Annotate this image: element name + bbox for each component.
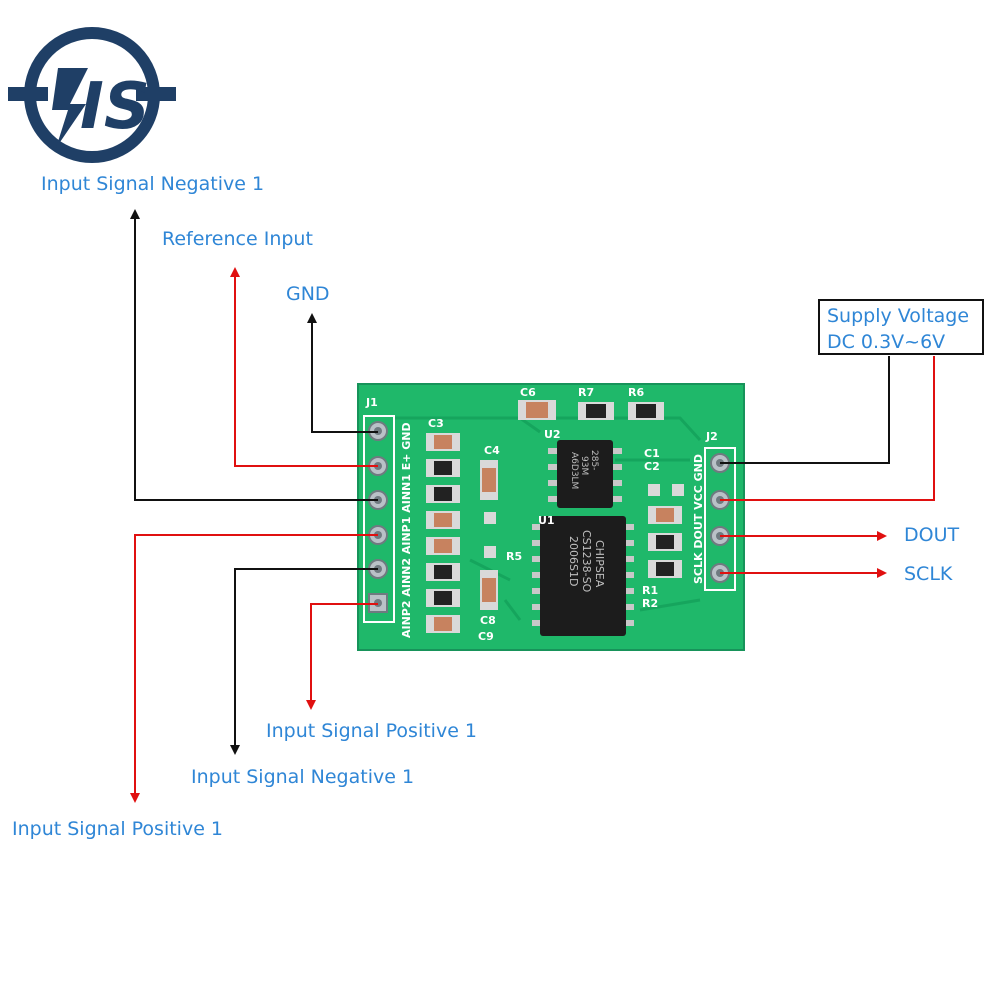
svg-text:R5: R5	[506, 550, 522, 563]
j2-label: J2	[705, 430, 718, 443]
wire-gnd	[307, 313, 378, 433]
top-passives	[518, 400, 664, 420]
wire-bot-neg1	[230, 568, 378, 755]
svg-text:93M: 93M	[579, 456, 589, 475]
label-bottom-input-positive-1-near: Input Signal Positive 1	[266, 720, 478, 742]
j2-pin-labels: SCLK DOUT VCC GND	[692, 454, 705, 584]
wire-bot-pos1-near	[306, 603, 378, 710]
svg-text:A6D3LM: A6D3LM	[569, 452, 579, 489]
svg-text:R1: R1	[642, 584, 658, 597]
svg-text:U2: U2	[544, 428, 561, 441]
wire-supply-gnd	[720, 356, 890, 464]
pcb-board: J1 AINP2 AINN2 AINP1 AINN1 E+ GND C	[357, 383, 745, 651]
svg-text:R6: R6	[628, 386, 644, 399]
svg-text:R7: R7	[578, 386, 594, 399]
wire-supply-vcc	[720, 356, 935, 501]
label-dout: DOUT	[904, 524, 960, 546]
svg-text:C3: C3	[428, 417, 444, 430]
right-passives	[648, 484, 684, 578]
svg-text:285-: 285-	[589, 450, 599, 470]
label-bottom-input-negative-1: Input Signal Negative 1	[191, 766, 415, 788]
svg-text:C1: C1	[644, 447, 660, 460]
supply-voltage-box: Supply Voltage DC 0.3V~6V	[818, 299, 984, 355]
j1-label: J1	[365, 396, 378, 409]
label-gnd: GND	[286, 283, 330, 305]
logo-text: IS	[80, 70, 150, 144]
svg-text:2006S1D: 2006S1D	[567, 536, 580, 586]
j1-pin-labels: AINP2 AINN2 AINP1 AINN1 E+ GND	[400, 422, 413, 638]
supply-voltage-line2: DC 0.3V~6V	[827, 331, 946, 353]
wire-ref	[230, 267, 378, 467]
label-bottom-input-positive-1-far: Input Signal Positive 1	[12, 818, 224, 840]
label-top-input-negative-1: Input Signal Negative 1	[41, 173, 265, 195]
wire-bot-pos1-far	[130, 534, 378, 803]
brand-logo: IS	[8, 27, 176, 163]
wire-top-neg1	[130, 209, 378, 501]
svg-text:C8: C8	[480, 614, 496, 627]
label-reference-input: Reference Input	[162, 228, 313, 250]
u2-chip	[548, 440, 622, 508]
svg-text:CS1238-SO: CS1238-SO	[580, 530, 593, 593]
svg-text:C4: C4	[484, 444, 500, 457]
u1-chip	[532, 516, 634, 636]
svg-text:U1: U1	[538, 514, 555, 527]
svg-text:C6: C6	[520, 386, 536, 399]
svg-text:CHIPSEA: CHIPSEA	[593, 540, 606, 588]
svg-text:C2: C2	[644, 460, 660, 473]
left-passives	[426, 433, 498, 633]
supply-voltage-line1: Supply Voltage	[827, 305, 970, 327]
label-sclk: SCLK	[904, 563, 953, 585]
svg-text:R2: R2	[642, 597, 658, 610]
svg-text:C9: C9	[478, 630, 494, 643]
